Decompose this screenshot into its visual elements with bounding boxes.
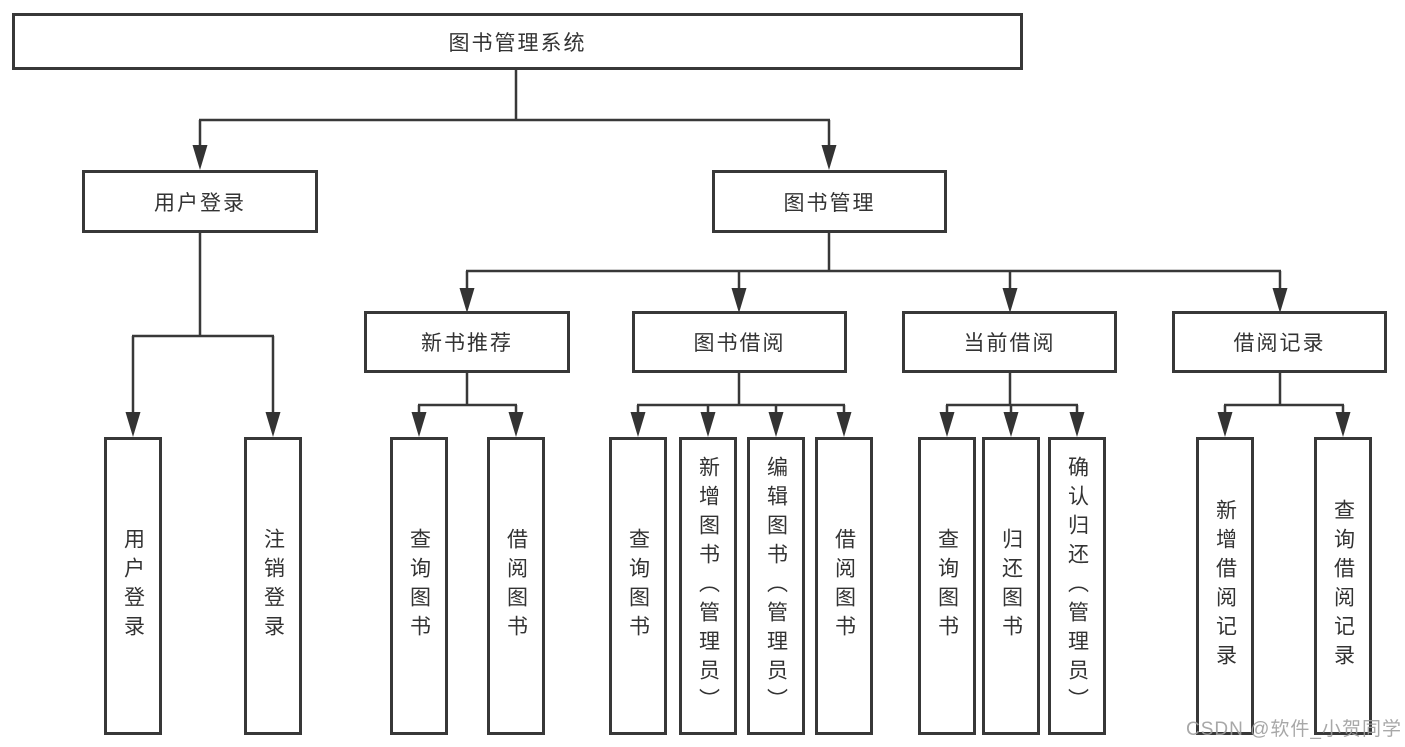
leaf-add-borrow-record-label: 新增借阅记录 [1213,499,1237,673]
leaf-edit-books-admin-label: 编辑图书（管理员） [764,455,788,717]
node-book-borrowing: 图书借阅 [632,311,847,373]
leaf-borrow-books-recommend-label: 借阅图书 [504,528,528,644]
leaf-query-books-recommend-label: 查询图书 [407,528,431,644]
leaf-borrow-books: 借阅图书 [815,437,873,735]
leaf-borrow-books-recommend: 借阅图书 [487,437,545,735]
watermark: CSDN @软件_小贺同学 [1186,719,1402,740]
leaf-user-login: 用户登录 [104,437,162,735]
node-user-login: 用户登录 [82,170,318,233]
leaf-query-books-current: 查询图书 [918,437,976,735]
leaf-confirm-return-admin: 确认归还（管理员） [1048,437,1106,735]
leaf-return-books: 归还图书 [982,437,1040,735]
node-library-management-system: 图书管理系统 [12,13,1023,70]
leaf-logout: 注销登录 [244,437,302,735]
leaf-query-borrow-record-label: 查询借阅记录 [1331,499,1355,673]
leaf-add-books-admin: 新增图书（管理员） [679,437,737,735]
node-new-book-recommendation: 新书推荐 [364,311,570,373]
node-borrowing-records: 借阅记录 [1172,311,1387,373]
leaf-query-books-borrowing: 查询图书 [609,437,667,735]
leaf-query-books-recommend: 查询图书 [390,437,448,735]
leaf-borrow-books-label: 借阅图书 [832,528,856,644]
leaf-user-login-label: 用户登录 [121,528,145,644]
leaf-return-books-label: 归还图书 [999,528,1023,644]
leaf-query-books-current-label: 查询图书 [935,528,959,644]
leaf-add-books-admin-label: 新增图书（管理员） [696,455,720,717]
leaf-confirm-return-admin-label: 确认归还（管理员） [1065,455,1089,717]
node-current-borrowing: 当前借阅 [902,311,1117,373]
leaf-query-borrow-record: 查询借阅记录 [1314,437,1372,735]
leaf-logout-label: 注销登录 [261,528,285,644]
leaf-add-borrow-record: 新增借阅记录 [1196,437,1254,735]
leaf-edit-books-admin: 编辑图书（管理员） [747,437,805,735]
node-book-management: 图书管理 [712,170,947,233]
leaf-query-books-borrowing-label: 查询图书 [626,528,650,644]
